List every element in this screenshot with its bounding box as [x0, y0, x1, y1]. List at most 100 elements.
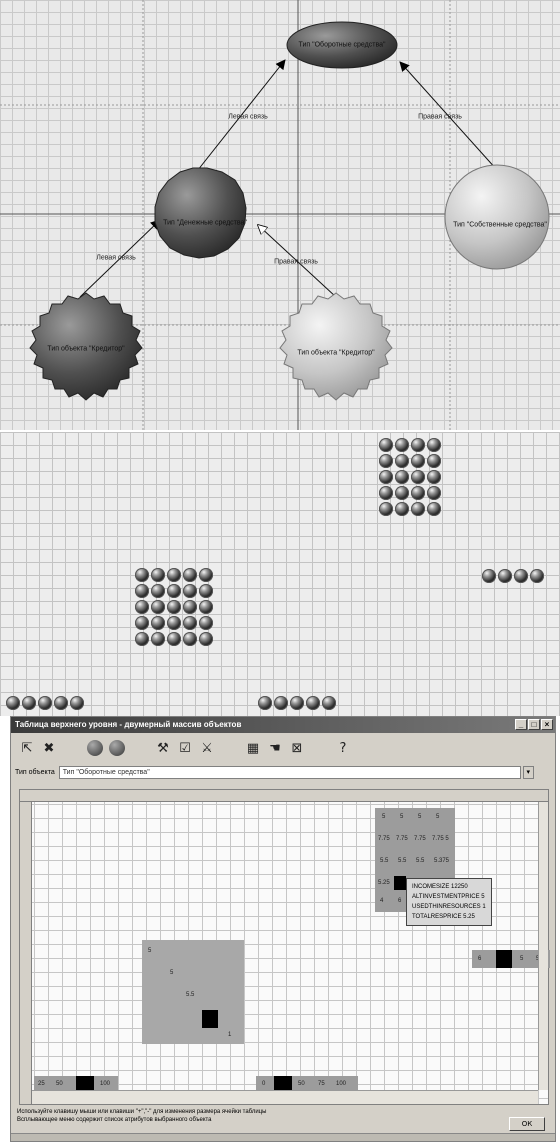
- object-ball-icon[interactable]: [167, 632, 181, 646]
- object-ball-icon[interactable]: [135, 584, 149, 598]
- close-box-icon[interactable]: ⊠: [287, 738, 307, 758]
- table-window: Таблица верхнего уровня - двумерный масс…: [10, 716, 556, 1142]
- cell-value: 0: [262, 1081, 265, 1087]
- selected-cell[interactable]: [202, 1010, 218, 1028]
- object-ball-icon[interactable]: [183, 632, 197, 646]
- object-ball-icon[interactable]: [183, 600, 197, 614]
- chart-icon[interactable]: ▦: [243, 738, 263, 758]
- cross-tool-icon[interactable]: ⚔: [197, 738, 217, 758]
- object-ball-icon[interactable]: [411, 470, 425, 484]
- status-text: Используйте клавишу мыши или клавиши "+"…: [17, 1108, 266, 1124]
- object-ball-icon[interactable]: [411, 438, 425, 452]
- vertical-scrollbar[interactable]: [538, 802, 548, 1090]
- object-ball-icon[interactable]: [395, 502, 409, 516]
- object-ball-icon[interactable]: [427, 454, 441, 468]
- object-ball-icon[interactable]: [22, 696, 36, 710]
- tools-icon[interactable]: ✖: [39, 738, 59, 758]
- object-ball-icon[interactable]: [135, 632, 149, 646]
- right-node-label: Тип "Собственные средства": [453, 222, 547, 229]
- object-ball-icon[interactable]: [514, 569, 528, 583]
- object-table[interactable]: 5 5 5 5 7.75 7.75 7.75 7.75 5 5.5 5.5 5.…: [19, 789, 549, 1105]
- object-ball-icon[interactable]: [322, 696, 336, 710]
- object-ball-icon[interactable]: [427, 502, 441, 516]
- object-ball-icon[interactable]: [379, 502, 393, 516]
- object-ball-icon[interactable]: [530, 569, 544, 583]
- cell-value: 5.5: [398, 858, 406, 864]
- object-ball-icon[interactable]: [167, 616, 181, 630]
- object-ball-icon[interactable]: [482, 569, 496, 583]
- object-ball-icon[interactable]: [379, 470, 393, 484]
- object-ball-icon[interactable]: [379, 486, 393, 500]
- object-graph-panel: Тип "Оборотные средства" Тип "Денежные с…: [0, 0, 560, 430]
- close-button[interactable]: ×: [541, 719, 553, 730]
- object-ball-icon[interactable]: [306, 696, 320, 710]
- object-ball-icon[interactable]: [411, 486, 425, 500]
- cell-value: 6: [478, 956, 481, 962]
- object-ball-icon[interactable]: [199, 632, 213, 646]
- object-ball-icon[interactable]: [379, 438, 393, 452]
- status-line: Всплывающее меню содержит список атрибут…: [17, 1116, 266, 1124]
- object-ball-icon[interactable]: [274, 696, 288, 710]
- selected-cell[interactable]: [496, 950, 512, 968]
- object-ball-icon[interactable]: [135, 600, 149, 614]
- object-ball-icon[interactable]: [183, 568, 197, 582]
- object-ball-icon[interactable]: [183, 584, 197, 598]
- maximize-button[interactable]: □: [528, 719, 540, 730]
- object-ball-icon[interactable]: [395, 454, 409, 468]
- ok-button[interactable]: ОК: [509, 1117, 545, 1131]
- object-ball-icon[interactable]: [135, 568, 149, 582]
- cell-value: 50: [298, 1081, 305, 1087]
- object-ball-icon[interactable]: [498, 569, 512, 583]
- right-node: [445, 165, 549, 269]
- cell-value: 5.25: [378, 880, 390, 886]
- selected-cell[interactable]: [394, 876, 406, 890]
- object-ball-icon[interactable]: [199, 584, 213, 598]
- chevron-down-icon[interactable]: ▾: [523, 766, 534, 779]
- object-type-field[interactable]: Тип "Оборотные средства": [59, 766, 521, 779]
- object-ball-icon[interactable]: [379, 454, 393, 468]
- object-ball-icon[interactable]: [135, 616, 149, 630]
- object-ball-icon[interactable]: [411, 454, 425, 468]
- object-ball-icon[interactable]: [151, 616, 165, 630]
- cell-value: 5.5: [186, 992, 194, 998]
- horizontal-scrollbar[interactable]: [32, 1090, 538, 1104]
- object-ball-icon[interactable]: [199, 568, 213, 582]
- split-icon[interactable]: ⚒: [153, 738, 173, 758]
- object-ball-icon[interactable]: [411, 502, 425, 516]
- remove-object-button[interactable]: [107, 738, 127, 758]
- object-ball-icon[interactable]: [167, 568, 181, 582]
- help-icon[interactable]: ?: [333, 738, 353, 758]
- object-array-panel: [0, 432, 560, 716]
- object-ball-icon[interactable]: [395, 486, 409, 500]
- object-ball-icon[interactable]: [54, 696, 68, 710]
- hand-icon[interactable]: ☚: [265, 738, 285, 758]
- object-ball-icon[interactable]: [151, 632, 165, 646]
- object-ball-icon[interactable]: [258, 696, 272, 710]
- tooltip-line: INCOMESIZE 12250: [412, 882, 486, 892]
- object-ball-icon[interactable]: [395, 438, 409, 452]
- object-ball-icon[interactable]: [151, 600, 165, 614]
- object-ball-icon[interactable]: [183, 616, 197, 630]
- object-ball-icon[interactable]: [38, 696, 52, 710]
- object-ball-icon[interactable]: [167, 600, 181, 614]
- minimize-button[interactable]: _: [515, 719, 527, 730]
- object-ball-icon[interactable]: [395, 470, 409, 484]
- object-ball-icon[interactable]: [199, 600, 213, 614]
- object-ball-icon[interactable]: [151, 568, 165, 582]
- cell-value: 7.75 5: [432, 836, 449, 842]
- object-ball-icon[interactable]: [70, 696, 84, 710]
- check-icon[interactable]: ☑: [175, 738, 195, 758]
- object-ball-icon[interactable]: [427, 470, 441, 484]
- pointer-tool-icon[interactable]: ⇱: [17, 738, 37, 758]
- add-object-button[interactable]: [85, 738, 105, 758]
- object-ball-icon[interactable]: [427, 438, 441, 452]
- cell-value: 100: [336, 1081, 346, 1087]
- object-ball-icon[interactable]: [290, 696, 304, 710]
- object-ball-icon[interactable]: [6, 696, 20, 710]
- object-ball-icon[interactable]: [199, 616, 213, 630]
- toolbar: ⇱ ✖ ⚒ ☑ ⚔ ▦ ☚ ⊠ ?: [11, 733, 555, 763]
- object-ball-icon[interactable]: [151, 584, 165, 598]
- tooltip-line: USEDTHINRESOURCES 1: [412, 902, 486, 912]
- object-ball-icon[interactable]: [167, 584, 181, 598]
- object-ball-icon[interactable]: [427, 486, 441, 500]
